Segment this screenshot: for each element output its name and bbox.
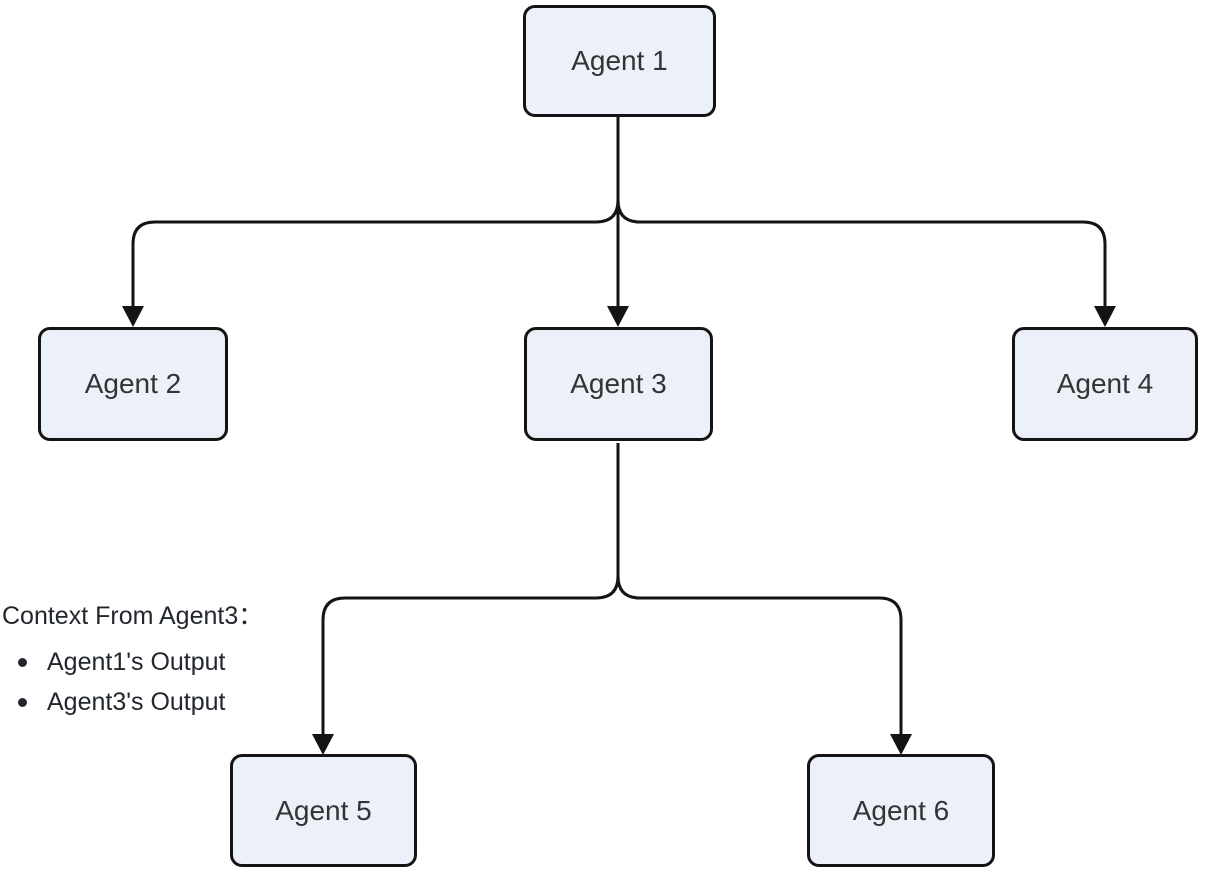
arrowhead-agent2 — [122, 306, 144, 327]
annotation-item-text: Agent1's Output — [47, 648, 226, 676]
edge-agent1-agent4 — [616, 117, 1107, 306]
context-annotation: Context From Agent3： Agent1's Output Age… — [2, 600, 332, 722]
annotation-item-text: Agent3's Output — [47, 688, 226, 716]
node-agent5-label: Agent 5 — [275, 794, 372, 826]
arrowhead-agent6 — [890, 734, 912, 755]
edge-agent3-agent5 — [321, 443, 620, 734]
node-agent2-label: Agent 2 — [84, 368, 182, 399]
bullet-icon — [18, 697, 27, 707]
context-annotation-title: Context From Agent3： — [2, 602, 264, 630]
node-agent6-label: Agent 6 — [852, 794, 950, 826]
arrowhead-agent5 — [312, 734, 334, 755]
node-agent1[interactable]: Agent 1 — [523, 5, 716, 117]
node-agent3-label: Agent 3 — [570, 368, 667, 399]
node-agent5[interactable]: Agent 5 — [230, 754, 417, 867]
node-agent3[interactable]: Agent 3 — [524, 327, 713, 441]
list-item: Agent1's Output — [2, 642, 332, 682]
edge-agent1-agent2 — [131, 117, 620, 306]
edge-agent3-agent6 — [616, 443, 903, 734]
node-agent4-label: Agent 4 — [1056, 368, 1154, 399]
bullet-icon — [18, 657, 27, 667]
arrowhead-agent3 — [607, 306, 629, 327]
context-annotation-list: Agent1's Output Agent3's Output — [2, 642, 332, 722]
arrowhead-agent4 — [1094, 306, 1116, 327]
node-agent2[interactable]: Agent 2 — [38, 327, 228, 441]
node-agent6[interactable]: Agent 6 — [807, 754, 995, 867]
node-agent4[interactable]: Agent 4 — [1012, 327, 1198, 441]
node-agent1-label: Agent 1 — [571, 45, 668, 76]
list-item: Agent3's Output — [2, 682, 332, 722]
